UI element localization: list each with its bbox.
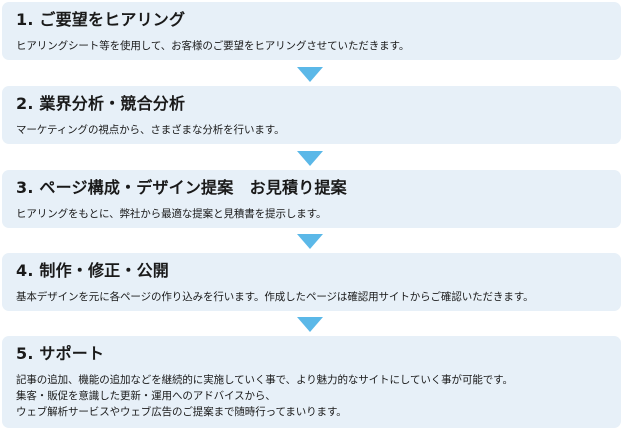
step-4-description-line: 基本デザインを元に各ページの作り込みを行います。作成したページは確認用サイトから… [16, 291, 534, 303]
step-5-description-line-3: ウェブ解析サービスやウェブ広告のご提案まで随時行ってまいります。 [16, 406, 347, 418]
step-4-title: 4. 制作・修正・公開 [16, 261, 169, 280]
down-arrow-icon [297, 67, 323, 82]
step-2-description: マーケティングの視点から、さまざまな分析を行います。 [16, 122, 621, 138]
step-2-title: 2. 業界分析・競合分析 [16, 94, 186, 113]
step-3-description-line: ヒアリングをもとに、弊社から最適な提案と見積書を提示します。 [16, 208, 327, 220]
step-1-description-line: ヒアリングシート等を使用して、お客様のご要望をヒアリングさせていただきます。 [16, 40, 410, 52]
step-1-description: ヒアリングシート等を使用して、お客様のご要望をヒアリングさせていただきます。 [16, 38, 621, 54]
step-4-box: 4. 制作・修正・公開 基本デザインを元に各ページの作り込みを行います。作成した… [2, 253, 621, 311]
step-5-title: 5. サポート [16, 344, 105, 363]
down-arrow-icon [297, 317, 323, 332]
down-arrow-icon [297, 234, 323, 249]
step-5-description: 記事の追加、機能の追加などを継続的に実施していく事で、より魅力的なサイトにしてい… [16, 372, 621, 420]
step-2-box: 2. 業界分析・競合分析 マーケティングの視点から、さまざまな分析を行います。 [2, 86, 621, 144]
step-1-box: 1. ご要望をヒアリング ヒアリングシート等を使用して、お客様のご要望をヒアリン… [2, 2, 621, 60]
step-3-title: 3. ページ構成・デザイン提案 お見積り提案 [16, 178, 347, 197]
step-2-description-line: マーケティングの視点から、さまざまな分析を行います。 [16, 124, 285, 136]
step-4-description: 基本デザインを元に各ページの作り込みを行います。作成したページは確認用サイトから… [16, 289, 621, 305]
step-1-title: 1. ご要望をヒアリング [16, 10, 186, 29]
step-3-box: 3. ページ構成・デザイン提案 お見積り提案 ヒアリングをもとに、弊社から最適な… [2, 170, 621, 228]
step-5-box: 5. サポート 記事の追加、機能の追加などを継続的に実施していく事で、より魅力的… [2, 336, 621, 428]
down-arrow-icon [297, 151, 323, 166]
step-5-description-line-1: 記事の追加、機能の追加などを継続的に実施していく事で、より魅力的なサイトにしてい… [16, 374, 513, 386]
step-3-description: ヒアリングをもとに、弊社から最適な提案と見積書を提示します。 [16, 206, 621, 222]
step-5-description-line-2: 集客・販促を意識した更新・運用へのアドバイスから、 [16, 390, 276, 402]
